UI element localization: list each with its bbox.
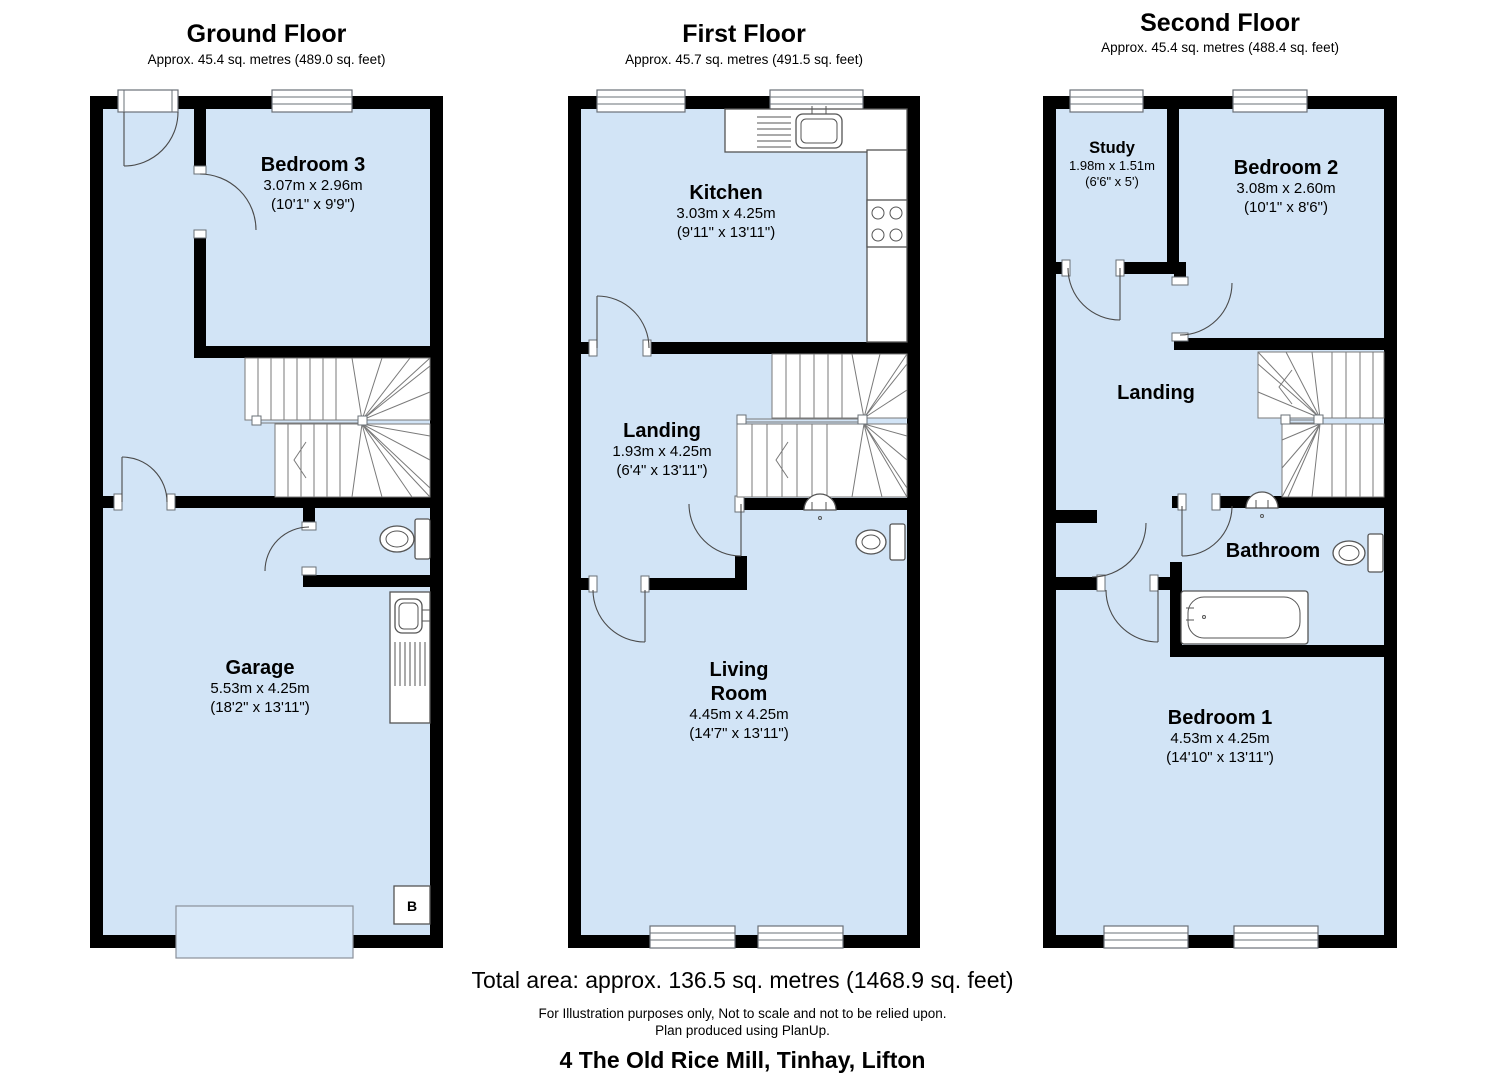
room-label-study: Study 1.98m x 1.51m (6'6" x 5') <box>1058 138 1166 190</box>
room-dims-metric: 1.93m x 4.25m <box>612 443 712 460</box>
kitchen-sink-icon <box>795 113 843 149</box>
room-dims-metric: 1.98m x 1.51m <box>1069 158 1155 173</box>
room-label-landing-first: Landing 1.93m x 4.25m (6'4" x 13'11") <box>583 419 741 480</box>
room-dims-imperial: (6'6" x 5') <box>1085 174 1139 189</box>
room-dims-metric: 4.53m x 4.25m <box>1170 730 1270 747</box>
second-floor-plan <box>1043 89 1397 949</box>
room-dims-imperial: (6'4" x 13'11") <box>616 461 708 479</box>
sink-icon <box>803 493 837 520</box>
room-dims-metric: 5.53m x 4.25m <box>210 680 310 697</box>
room-dims-imperial: (18'2" x 13'11") <box>210 698 310 716</box>
room-name: Bathroom <box>1225 540 1321 562</box>
staircase <box>244 357 431 498</box>
room-dims-metric: 3.07m x 2.96m <box>263 177 363 194</box>
room-label-bedroom-3: Bedroom 3 3.07m x 2.96m (10'1" x 9'9") <box>196 153 430 214</box>
bathtub-icon <box>1180 590 1309 645</box>
room-name: Landing <box>623 420 701 442</box>
door-arc <box>688 503 742 557</box>
disclaimer-line-2: Plan produced using PlanUp. <box>655 1023 830 1038</box>
room-name: Bedroom 3 <box>260 154 366 176</box>
staircase <box>736 353 908 498</box>
boiler-label: B <box>407 898 417 914</box>
disclaimer-line-1: For Illustration purposes only, Not to s… <box>538 1006 947 1021</box>
room-dims-imperial: (10'1" x 9'9") <box>271 195 355 213</box>
hob-icon <box>866 199 908 248</box>
room-label-bedroom-1: Bedroom 1 4.53m x 4.25m (14'10" x 13'11"… <box>1058 706 1382 767</box>
door-arc <box>121 456 168 503</box>
room-dims-metric: 3.03m x 4.25m <box>676 205 776 222</box>
first-floor-plan <box>568 89 920 949</box>
room-label-bathroom: Bathroom <box>1190 539 1356 563</box>
total-area: Total area: approx. 136.5 sq. metres (14… <box>471 967 1014 993</box>
staircase <box>1257 351 1385 498</box>
ground-floor-plan: B <box>90 89 443 959</box>
room-dims-metric: 3.08m x 2.60m <box>1236 180 1336 197</box>
door-arc <box>1179 282 1233 336</box>
room-name: Kitchen <box>689 182 763 204</box>
room-dims-imperial: (9'11" x 13'11") <box>676 223 776 241</box>
ground-floor-subtitle: Approx. 45.4 sq. metres (489.0 sq. feet) <box>147 52 386 67</box>
first-floor-title: First Floor <box>682 20 806 48</box>
window <box>271 89 353 113</box>
door-arc <box>592 589 646 643</box>
room-dims-imperial: (10'1" x 8'6") <box>1244 198 1328 216</box>
toilet-icon <box>1332 533 1384 573</box>
ground-floor-title: Ground Floor <box>186 20 347 48</box>
room-dims-imperial: (14'7" x 13'11") <box>689 724 789 742</box>
toilet-icon <box>379 518 431 560</box>
room-label-landing-second: Landing <box>1056 381 1256 405</box>
room-name: Bedroom 2 <box>1233 157 1339 179</box>
door-arc <box>1067 267 1121 321</box>
second-floor-title: Second Floor <box>1140 9 1300 37</box>
toilet-icon <box>855 523 906 561</box>
sink-icon <box>1245 491 1279 518</box>
room-name: Garage <box>225 657 295 679</box>
room-name: Landing <box>1117 382 1195 404</box>
room-dims-metric: 4.45m x 4.25m <box>689 706 789 723</box>
room-name: Bedroom 1 <box>1167 707 1273 729</box>
room-label-garage: Garage 5.53m x 4.25m (18'2" x 13'11") <box>110 656 410 717</box>
first-floor-subtitle: Approx. 45.7 sq. metres (491.5 sq. feet) <box>625 52 863 67</box>
door-arc <box>264 526 310 572</box>
room-name: Living Room <box>709 659 769 705</box>
garage-door <box>175 905 354 959</box>
door-arc <box>1105 589 1159 643</box>
window <box>596 89 864 949</box>
door-arc <box>1181 505 1233 557</box>
room-label-kitchen: Kitchen 3.03m x 4.25m (9'11" x 13'11") <box>583 181 869 242</box>
door-arc <box>199 173 257 231</box>
room-label-living-room: Living Room 4.45m x 4.25m (14'7" x 13'11… <box>583 658 895 743</box>
room-label-bedroom-2: Bedroom 2 3.08m x 2.60m (10'1" x 8'6") <box>1188 156 1384 217</box>
room-name: Study <box>1089 139 1135 157</box>
cupboard-door-arc <box>1091 522 1147 578</box>
door-arc <box>596 295 650 349</box>
garage-sink-icon <box>389 591 431 724</box>
property-address: 4 The Old Rice Mill, Tinhay, Lifton <box>559 1047 926 1073</box>
room-dims-imperial: (14'10" x 13'11") <box>1166 748 1274 766</box>
window <box>1069 89 1319 949</box>
second-floor-subtitle: Approx. 45.4 sq. metres (488.4 sq. feet) <box>1101 40 1339 55</box>
boiler: B <box>393 885 431 925</box>
entrance-door <box>117 89 179 167</box>
